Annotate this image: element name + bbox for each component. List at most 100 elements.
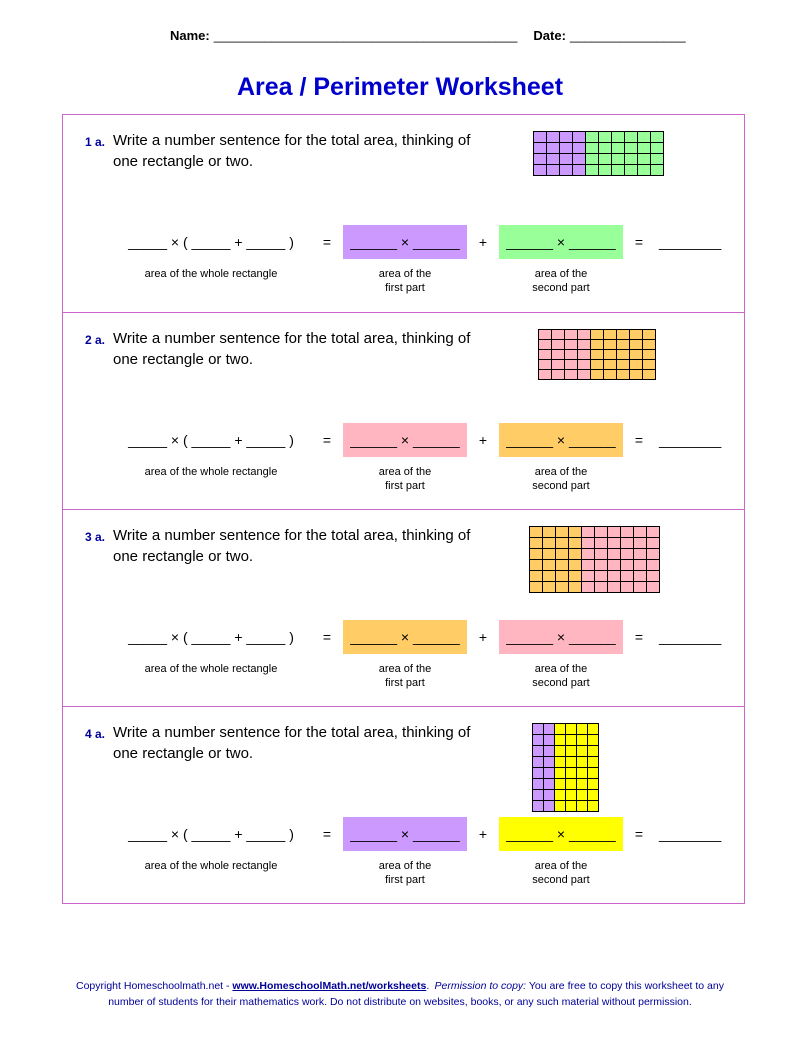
grid-cell <box>586 154 598 164</box>
grid-cell <box>582 582 594 592</box>
grid-cell <box>630 330 642 339</box>
grid-cell <box>582 549 594 559</box>
equation-row: _____ × ( _____ + _____ ) = ______ × ___… <box>63 817 744 851</box>
grid-cell <box>647 527 659 537</box>
grid-cell <box>625 143 637 153</box>
grid-cell <box>543 527 555 537</box>
grid-cell <box>530 560 542 570</box>
problem-4: 4 a. Write a number sentence for the tot… <box>63 706 744 903</box>
permission-text: You are free to copy this worksheet to a… <box>526 980 724 992</box>
grid-cell <box>617 340 629 349</box>
grid-cell <box>638 143 650 153</box>
grid-cell <box>569 527 581 537</box>
grid-cell <box>560 165 572 175</box>
grid-cell <box>604 330 616 339</box>
label-row: area of the whole rectangle area of the … <box>63 662 744 691</box>
grid-cell <box>582 527 594 537</box>
grid-cell <box>544 790 554 800</box>
grid-cell <box>539 330 551 339</box>
plus-sign: + <box>478 234 488 250</box>
grid-cell <box>630 360 642 369</box>
grid-cell <box>543 582 555 592</box>
grid-cell <box>578 360 590 369</box>
equals-sign: = <box>634 432 644 448</box>
problem-number: 2 a. <box>85 333 106 347</box>
grid-cell <box>566 724 576 734</box>
grid-cell <box>533 801 543 811</box>
grid-cell <box>586 165 598 175</box>
worksheets-link[interactable]: www.HomeschoolMath.net/worksheets <box>232 980 427 992</box>
grid-cell <box>595 549 607 559</box>
grid-cell <box>604 370 616 379</box>
plus-sign: + <box>478 432 488 448</box>
grid-cell <box>647 538 659 548</box>
grid-cell <box>533 757 543 767</box>
first-part-box: ______ × ______ <box>343 817 467 851</box>
equation-row: _____ × ( _____ + _____ ) = ______ × ___… <box>63 620 744 654</box>
grid-cell <box>539 370 551 379</box>
grid-cell <box>543 560 555 570</box>
second-part-box: ______ × ______ <box>499 225 623 259</box>
equals-sign: = <box>322 826 332 842</box>
grid-cell <box>544 735 554 745</box>
answer-blank: ________ <box>659 629 722 645</box>
grid-cell <box>643 360 655 369</box>
grid-cell <box>566 735 576 745</box>
grid-cell <box>534 143 546 153</box>
grid-cell <box>556 582 568 592</box>
grid-cell <box>621 527 633 537</box>
grid-cell <box>547 154 559 164</box>
problem-2: 2 a. Write a number sentence for the tot… <box>63 312 744 509</box>
grid-cell <box>555 735 565 745</box>
grid-cell <box>591 340 603 349</box>
grid-cell <box>569 582 581 592</box>
grid-cell <box>556 527 568 537</box>
grid-cell <box>565 350 577 359</box>
grid-cell <box>625 132 637 142</box>
grid-cell <box>552 330 564 339</box>
equation-row: _____ × ( _____ + _____ ) = ______ × ___… <box>63 225 744 259</box>
grid-cell <box>534 132 546 142</box>
grid-cell <box>555 746 565 756</box>
name-blank: ________________________________________… <box>213 28 518 43</box>
whole-expression-blank: _____ × ( _____ + _____ ) <box>128 234 294 250</box>
grid-cell <box>630 370 642 379</box>
grid-cell <box>625 165 637 175</box>
grid-cell <box>625 154 637 164</box>
grid-cell <box>552 360 564 369</box>
grid-cell <box>643 350 655 359</box>
grid-cell <box>530 571 542 581</box>
grid-cell <box>566 757 576 767</box>
grid-cell <box>555 790 565 800</box>
area-grid <box>533 131 664 176</box>
equals-sign: = <box>634 629 644 645</box>
grid-cell <box>577 768 587 778</box>
grid-cell <box>591 370 603 379</box>
problem-prompt: Write a number sentence for the total ar… <box>113 724 471 762</box>
grid-cell <box>595 582 607 592</box>
problem-1: 1 a. Write a number sentence for the tot… <box>63 115 744 312</box>
problem-number: 4 a. <box>85 727 106 741</box>
grid-cell <box>556 560 568 570</box>
grid-cell <box>651 143 663 153</box>
grid-cell <box>556 549 568 559</box>
equals-sign: = <box>322 432 332 448</box>
permission-label: Permission to copy: <box>434 980 527 992</box>
first-part-box: ______ × ______ <box>343 225 467 259</box>
grid-cell <box>533 746 543 756</box>
equals-sign: = <box>634 826 644 842</box>
grid-cell <box>617 330 629 339</box>
grid-cell <box>555 779 565 789</box>
grid-cell <box>569 571 581 581</box>
label-first-part: area of the first part <box>378 466 432 493</box>
grid-cell <box>560 154 572 164</box>
label-first-part: area of the first part <box>378 268 432 295</box>
grid-cell <box>552 350 564 359</box>
grid-cell <box>566 779 576 789</box>
grid-cell <box>638 165 650 175</box>
grid-cell <box>530 582 542 592</box>
area-grid <box>532 723 599 812</box>
grid-cell <box>544 724 554 734</box>
first-part-box: ______ × ______ <box>343 423 467 457</box>
grid-cell <box>533 724 543 734</box>
